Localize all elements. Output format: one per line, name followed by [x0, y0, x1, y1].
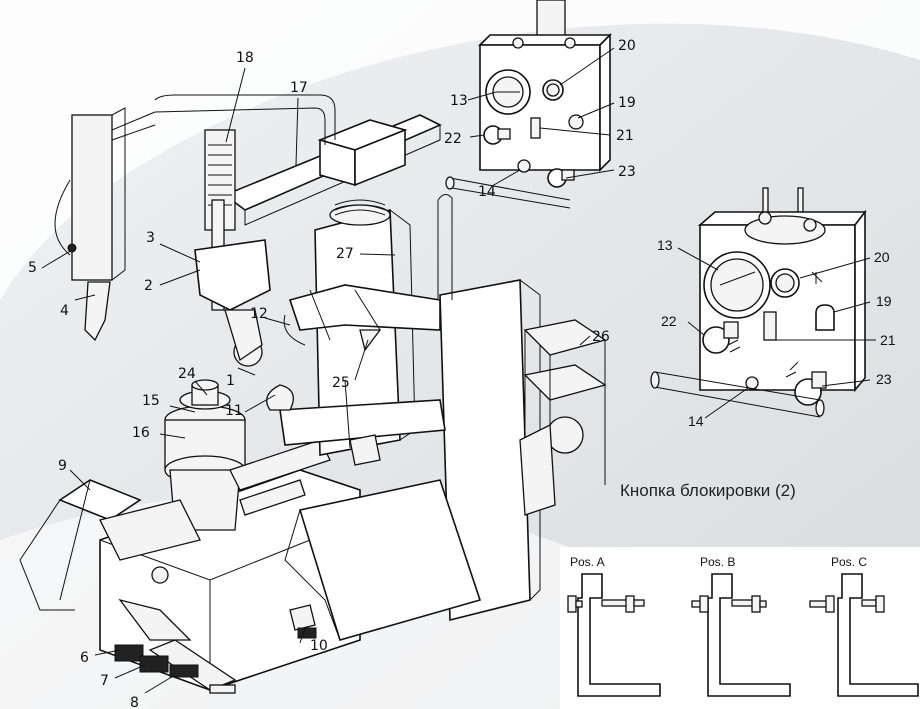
tyre-changer-drawing	[19, 94, 607, 694]
position-a-label: Pos. A	[570, 555, 605, 569]
callout-24: 24	[178, 366, 196, 382]
background-swoosh-top	[0, 0, 920, 300]
small-callout-20: 20	[618, 38, 636, 54]
callout-18: 18	[236, 50, 254, 66]
callout-17: 17	[290, 80, 308, 96]
callout-2: 2	[144, 278, 153, 294]
large-box-leader-lines	[677, 247, 876, 419]
callout-11: 11	[225, 403, 243, 419]
large-callout-19: 19	[876, 293, 892, 309]
callout-6: 6	[80, 650, 89, 666]
callout-15: 15	[142, 393, 160, 409]
large-callout-21: 21	[880, 332, 896, 348]
main-leader-lines	[41, 67, 591, 694]
position-b-label: Pos. B	[700, 555, 735, 569]
callout-9: 9	[58, 458, 67, 474]
large-callout-20: 20	[874, 249, 890, 265]
lock-button-caption: Кнопка блокировки (2)	[620, 481, 796, 500]
positions-panel: Pos. A Pos. B Pos. C	[560, 547, 920, 709]
pedal-6	[114, 644, 144, 662]
large-callout-14: 14	[688, 413, 704, 429]
small-callout-21: 21	[616, 128, 634, 144]
callout-16: 16	[132, 425, 150, 441]
callout-8: 8	[130, 695, 139, 709]
large-callout-13: 13	[657, 237, 673, 253]
position-b-drawing	[691, 573, 791, 697]
large-callout-22: 22	[661, 313, 677, 329]
small-callout-19: 19	[618, 95, 636, 111]
position-c-drawing	[809, 573, 919, 697]
callout-7: 7	[100, 673, 109, 689]
callout-5: 5	[28, 260, 37, 276]
callout-3: 3	[146, 230, 155, 246]
callout-10: 10	[310, 638, 328, 654]
large-box-callout-labels: 13 14 19 20 21 22 23	[657, 237, 896, 429]
small-callout-22: 22	[444, 131, 462, 147]
callout-27: 27	[336, 246, 354, 262]
pedal-7	[139, 655, 169, 673]
control-box-small	[445, 0, 612, 209]
callout-12: 12	[250, 306, 268, 322]
small-callout-23: 23	[618, 164, 636, 180]
small-callout-14: 14	[478, 184, 496, 200]
small-box-callout-labels: 13 14 19 20 21 22 23	[444, 38, 636, 200]
position-c-label: Pos. C	[831, 555, 867, 569]
callout-4: 4	[60, 303, 69, 319]
small-callout-13: 13	[450, 93, 468, 109]
callout-1: 1	[226, 373, 235, 389]
callout-26: 26	[592, 329, 610, 345]
position-a-drawing	[567, 573, 661, 697]
main-callout-labels: 1 2 3 4 5 6 7 8 9 10 11 12 15 16 17 18 2…	[28, 50, 610, 709]
pedal-8	[169, 664, 199, 678]
callout-25: 25	[332, 375, 350, 391]
large-callout-23: 23	[876, 371, 892, 387]
control-box-large	[650, 187, 867, 418]
small-box-leader-lines	[467, 47, 615, 187]
